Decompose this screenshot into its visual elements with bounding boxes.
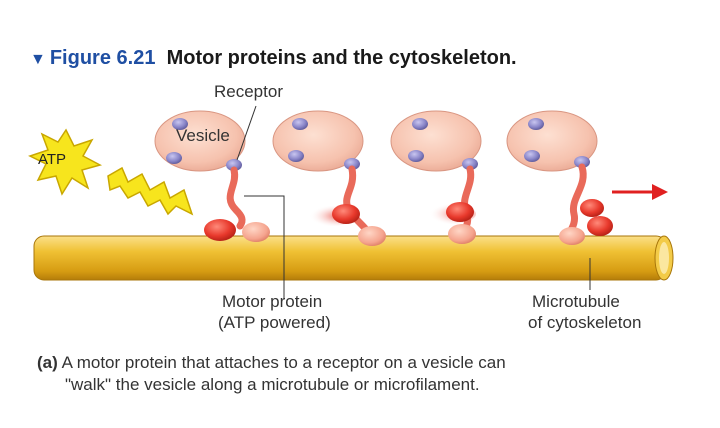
receptor (166, 152, 182, 164)
motor-protein-label: Motor protein (222, 292, 323, 311)
microtubule-sublabel: of cytoskeleton (528, 313, 642, 332)
receptor (288, 150, 304, 162)
receptor (172, 118, 188, 130)
figure-triangle-icon: ▼ (30, 51, 46, 68)
motor-vesicle-unit-3 (390, 110, 482, 244)
figure-header: ▼Figure 6.21 Motor proteins and the cyto… (30, 47, 517, 70)
receptor (344, 158, 360, 170)
figure-number: Figure 6.21 (49, 47, 156, 69)
motor-head (204, 219, 236, 241)
receptor-label: Receptor (214, 82, 283, 101)
receptor (528, 118, 544, 130)
motor-foot (448, 224, 476, 244)
motor-foot (559, 227, 585, 245)
figure-title: Motor proteins and the cytoskeleton. (166, 47, 517, 69)
atp-burst-icon (28, 128, 103, 196)
motor-head (332, 204, 360, 224)
microtubule (33, 235, 674, 281)
motor-protein-sublabel: (ATP powered) (218, 313, 331, 332)
motor-vesicle-unit-2 (272, 110, 386, 246)
microtubule-label: Microtubule (532, 292, 620, 311)
motor-stalk (226, 166, 246, 230)
receptor (524, 150, 540, 162)
motor-vesicle-unit-1 (154, 110, 270, 242)
leader-lines (236, 105, 591, 298)
vesicle-label: Vesicle (176, 126, 230, 145)
receptor (226, 159, 242, 171)
motor-foot (358, 226, 386, 246)
motor-foot (242, 222, 270, 242)
motor-head (580, 199, 604, 217)
direction-arrow-icon (612, 184, 668, 200)
motor-vesicle-unit-4 (506, 110, 613, 245)
motor-head (446, 202, 474, 222)
caption-letter: (a) (37, 353, 58, 372)
energy-zigzag-icon (107, 166, 194, 216)
motor-stalk (566, 163, 587, 236)
motor-protein-leader (244, 195, 285, 298)
receptor (408, 150, 424, 162)
caption-line-2: "walk" the vesicle along a microtubule o… (65, 375, 480, 394)
atp-label: ATP (38, 151, 67, 168)
motor-head (587, 216, 613, 236)
receptor-leader (236, 105, 257, 161)
receptor (412, 118, 428, 130)
receptor (292, 118, 308, 130)
figure-caption: (a) A motor protein that attaches to a r… (37, 352, 677, 396)
receptor (462, 158, 478, 170)
caption-line-1: A motor protein that attaches to a recep… (61, 353, 506, 372)
receptor (574, 156, 590, 168)
